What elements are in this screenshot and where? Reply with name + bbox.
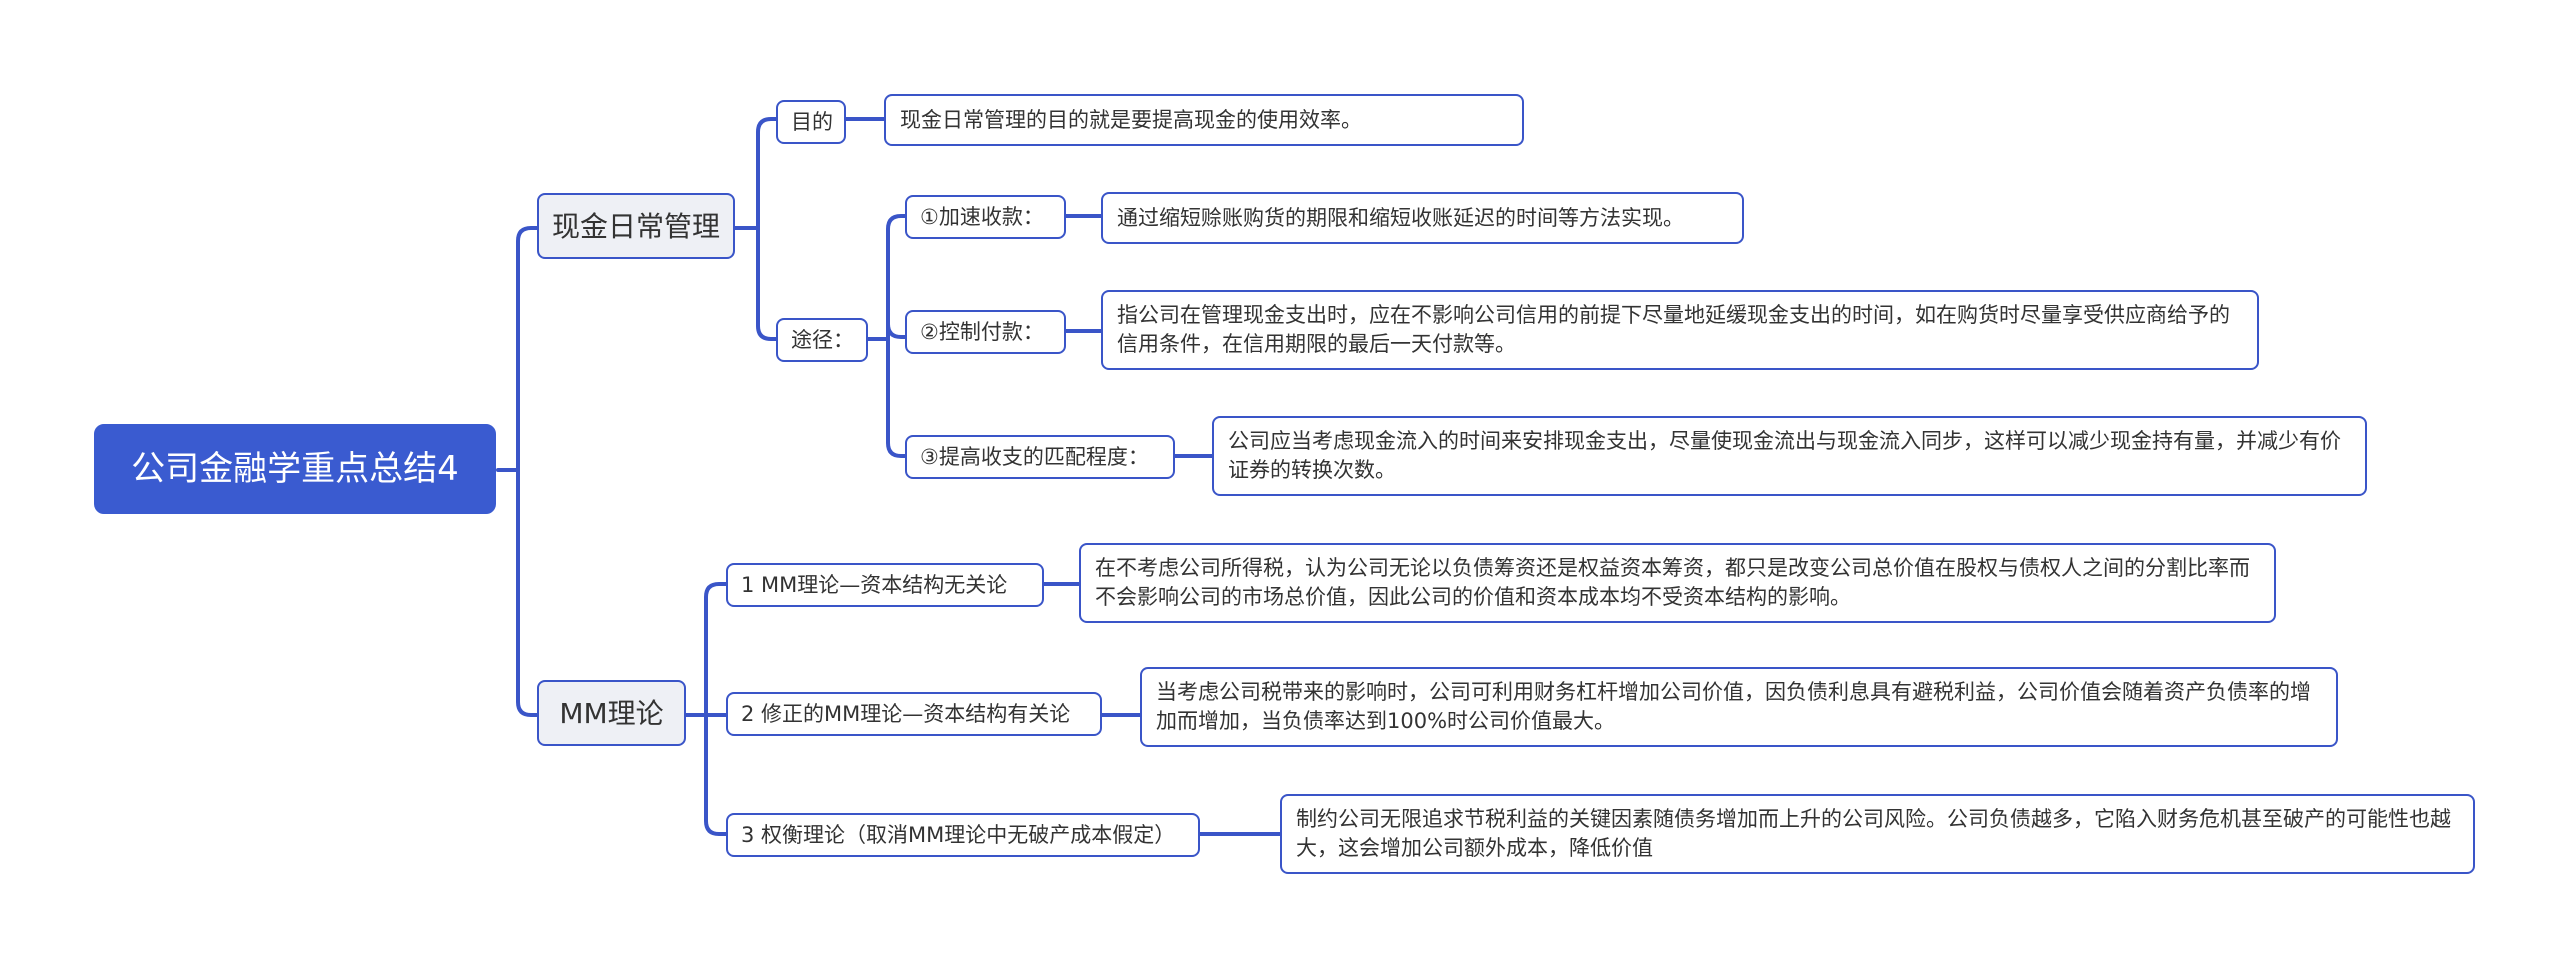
mm-item-3[interactable]: 3 权衡理论（取消MM理论中无破产成本假定） <box>726 813 1200 857</box>
detail-mm-3-text: 制约公司无限追求节税利益的关键因素随债务增加而上升的公司风险。公司负债越多，它陷… <box>1296 807 2451 860</box>
detail-route-2[interactable]: 指公司在管理现金支出时，应在不影响公司信用的前提下尽量地延缓现金支出的时间，如在… <box>1101 290 2259 370</box>
subtopic-route[interactable]: 途径： <box>776 318 868 362</box>
detail-mm-1[interactable]: 在不考虑公司所得税，认为公司无论以负债筹资还是权益资本筹资，都只是改变公司总价值… <box>1079 543 2276 623</box>
detail-route-3[interactable]: 公司应当考虑现金流入的时间来安排现金支出，尽量使现金流出与现金流入同步，这样可以… <box>1212 416 2367 496</box>
detail-purpose[interactable]: 现金日常管理的目的就是要提高现金的使用效率。 <box>884 94 1524 146</box>
subtopic-route-label: 途径： <box>791 327 854 352</box>
mm-item-3-label: 3 权衡理论（取消MM理论中无破产成本假定） <box>741 822 1176 847</box>
mm-item-1[interactable]: 1 MM理论—资本结构无关论 <box>726 563 1044 607</box>
mm-item-1-label: 1 MM理论—资本结构无关论 <box>741 572 1008 597</box>
detail-route-2-text: 指公司在管理现金支出时，应在不影响公司信用的前提下尽量地延缓现金支出的时间，如在… <box>1117 303 2230 356</box>
detail-purpose-text: 现金日常管理的目的就是要提高现金的使用效率。 <box>900 107 1362 132</box>
route-item-1[interactable]: ①加速收款： <box>905 195 1066 239</box>
subtopic-purpose[interactable]: 目的 <box>776 100 846 144</box>
detail-mm-1-text: 在不考虑公司所得税，认为公司无论以负债筹资还是权益资本筹资，都只是改变公司总价值… <box>1095 556 2250 609</box>
detail-mm-2[interactable]: 当考虑公司税带来的影响时，公司可利用财务杠杆增加公司价值，因负债利息具有避税利益… <box>1140 667 2338 747</box>
connector-cash-branch <box>733 117 780 341</box>
topic-cash-management[interactable]: 现金日常管理 <box>537 193 735 259</box>
route-item-2-label: ②控制付款： <box>920 319 1044 344</box>
mm-item-2-label: 2 修正的MM理论—资本结构有关论 <box>741 701 1071 726</box>
topic-cash-management-label: 现金日常管理 <box>551 209 720 243</box>
topic-mm-theory[interactable]: MM理论 <box>537 680 686 746</box>
connector-mm-branch <box>684 582 729 836</box>
connector-route-branch <box>866 214 909 458</box>
detail-route-1[interactable]: 通过缩短赊账购货的期限和缩短收账延迟的时间等方法实现。 <box>1101 192 1744 244</box>
subtopic-purpose-label: 目的 <box>791 109 833 134</box>
route-item-3[interactable]: ③提高收支的匹配程度： <box>905 435 1175 479</box>
mm-item-2[interactable]: 2 修正的MM理论—资本结构有关论 <box>726 692 1102 736</box>
detail-mm-2-text: 当考虑公司税带来的影响时，公司可利用财务杠杆增加公司价值，因负债利息具有避税利益… <box>1156 680 2311 733</box>
route-item-2[interactable]: ②控制付款： <box>905 310 1066 354</box>
detail-mm-3[interactable]: 制约公司无限追求节税利益的关键因素随债务增加而上升的公司风险。公司负债越多，它陷… <box>1280 794 2475 874</box>
root-topic-label: 公司金融学重点总结4 <box>131 448 459 489</box>
route-item-3-label: ③提高收支的匹配程度： <box>920 444 1149 469</box>
connector-root-trunk <box>496 226 542 717</box>
topic-mm-theory-label: MM理论 <box>559 696 664 730</box>
detail-route-1-text: 通过缩短赊账购货的期限和缩短收账延迟的时间等方法实现。 <box>1117 205 1684 230</box>
root-topic[interactable]: 公司金融学重点总结4 <box>94 424 496 514</box>
detail-route-3-text: 公司应当考虑现金流入的时间来安排现金支出，尽量使现金流出与现金流入同步，这样可以… <box>1228 429 2341 482</box>
route-item-1-label: ①加速收款： <box>920 204 1044 229</box>
